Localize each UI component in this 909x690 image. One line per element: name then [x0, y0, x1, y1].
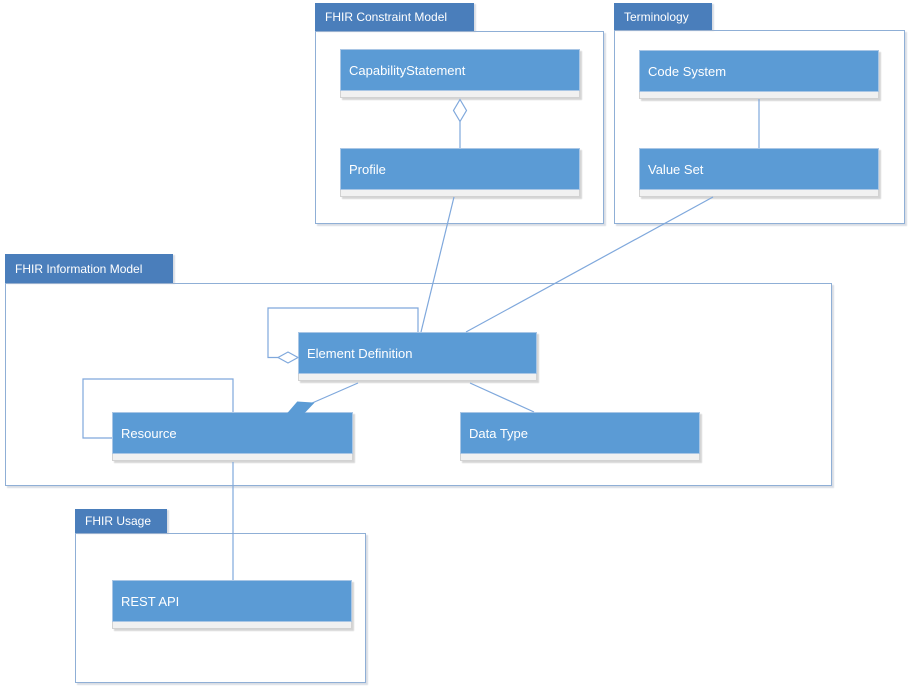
package-terminology-label: Terminology — [624, 9, 689, 24]
class-resource-compartment — [112, 454, 353, 461]
class-resource-header: Resource — [112, 412, 353, 454]
class-data-type: Data Type — [460, 412, 700, 461]
class-rest-api-header: REST API — [112, 580, 352, 622]
class-data-type-compartment — [460, 454, 700, 461]
package-terminology-tab: Terminology — [614, 3, 712, 30]
class-capability-statement-compartment — [340, 91, 580, 98]
package-fhir-information-model-label: FHIR Information Model — [15, 261, 143, 276]
package-fhir-usage-label: FHIR Usage — [85, 514, 152, 528]
class-element-definition-header: Element Definition — [298, 332, 537, 374]
class-capability-statement-label: CapabilityStatement — [349, 62, 466, 78]
class-element-definition-label: Element Definition — [307, 345, 413, 361]
class-capability-statement-header: CapabilityStatement — [340, 49, 580, 91]
class-element-definition: Element Definition — [298, 332, 537, 381]
class-value-set-label: Value Set — [648, 161, 704, 177]
class-resource-label: Resource — [121, 425, 177, 441]
class-profile-label: Profile — [349, 161, 386, 177]
package-fhir-constraint-model-tab: FHIR Constraint Model — [315, 3, 474, 31]
class-rest-api-label: REST API — [121, 593, 180, 609]
class-profile-header: Profile — [340, 148, 580, 190]
class-capability-statement: CapabilityStatement — [340, 49, 580, 98]
class-data-type-label: Data Type — [469, 425, 529, 441]
class-value-set-header: Value Set — [639, 148, 879, 190]
package-terminology-body — [614, 30, 905, 224]
package-fhir-usage-tab: FHIR Usage — [75, 509, 167, 533]
class-resource: Resource — [112, 412, 353, 461]
package-fhir-constraint-model-body — [315, 31, 604, 224]
class-data-type-header: Data Type — [460, 412, 700, 454]
class-code-system-header: Code System — [639, 50, 879, 92]
class-value-set: Value Set — [639, 148, 879, 197]
class-value-set-compartment — [639, 190, 879, 197]
package-fhir-constraint-model-label: FHIR Constraint Model — [325, 10, 448, 24]
class-rest-api-compartment — [112, 622, 352, 629]
class-code-system-label: Code System — [648, 63, 727, 79]
class-code-system: Code System — [639, 50, 879, 99]
class-rest-api: REST API — [112, 580, 352, 629]
class-profile: Profile — [340, 148, 580, 197]
class-element-definition-compartment — [298, 374, 537, 381]
class-profile-compartment — [340, 190, 580, 197]
package-fhir-information-model-tab: FHIR Information Model — [5, 254, 173, 283]
package-fhir-usage-body — [75, 533, 366, 683]
package-fhir-information-model-body — [5, 283, 832, 486]
class-code-system-compartment — [639, 92, 879, 99]
